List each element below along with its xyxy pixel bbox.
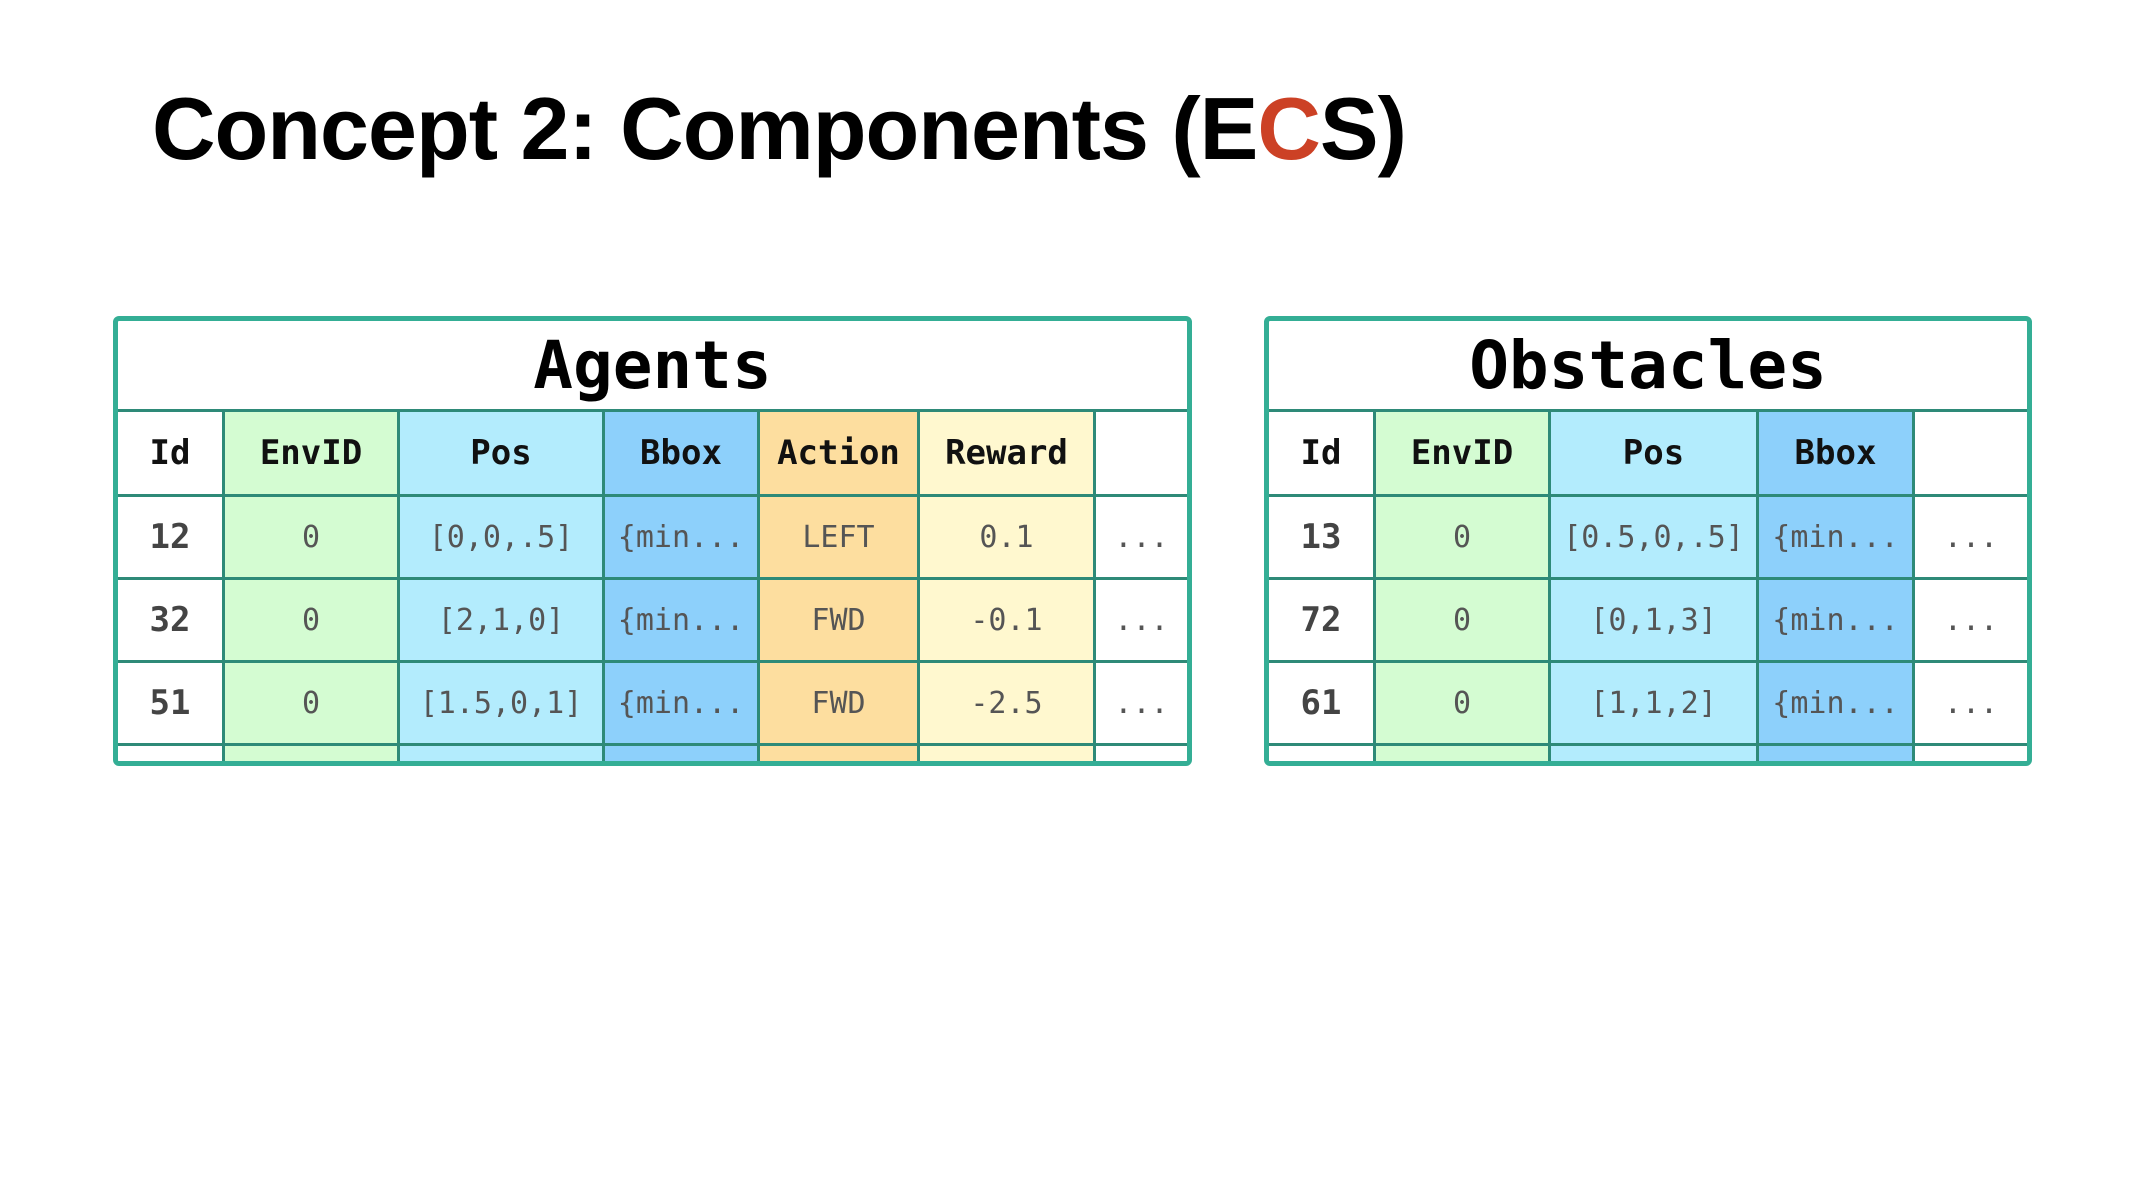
agents-col-id: Id 12 32 51 (118, 412, 225, 761)
table-filler (400, 746, 602, 761)
table-cell: -2.5 (920, 663, 1093, 746)
table-filler (1269, 746, 1373, 761)
table-filler (1759, 746, 1912, 761)
column-header: Reward (920, 412, 1093, 497)
column-header: Id (118, 412, 222, 497)
table-filler (920, 746, 1093, 761)
table-cell: 51 (118, 663, 222, 746)
title-suffix: ) (1377, 79, 1407, 178)
table-cell: {min... (1759, 497, 1912, 580)
agents-col-reward: Reward 0.1 -0.1 -2.5 (920, 412, 1096, 761)
obstacles-col-id: Id 13 72 61 (1269, 412, 1376, 761)
slide-title: Concept 2: Components (ECS) (152, 78, 1407, 180)
table-filler (1551, 746, 1756, 761)
table-cell: 0 (1376, 580, 1548, 663)
table-cell: FWD (760, 580, 917, 663)
table-cell: 12 (118, 497, 222, 580)
table-cell: [0,1,3] (1551, 580, 1756, 663)
obstacles-col-pos: Pos [0.5,0,.5] [0,1,3] [1,1,2] (1551, 412, 1759, 761)
table-filler (605, 746, 757, 761)
ellipsis-cell: ... (1096, 497, 1187, 580)
column-header (1915, 412, 2027, 497)
agents-col-bbox: Bbox {min... {min... {min... (605, 412, 760, 761)
table-cell: [0.5,0,.5] (1551, 497, 1756, 580)
table-cell: 0 (225, 580, 397, 663)
column-header (1096, 412, 1187, 497)
table-cell: LEFT (760, 497, 917, 580)
agents-col-more: ... ... ... (1096, 412, 1187, 761)
table-cell: [2,1,0] (400, 580, 602, 663)
column-header: Action (760, 412, 917, 497)
obstacles-table-title: Obstacles (1269, 321, 2027, 412)
title-c-highlight: C (1257, 79, 1321, 178)
table-cell: 13 (1269, 497, 1373, 580)
title-s: S (1319, 79, 1379, 178)
agents-col-pos: Pos [0,0,.5] [2,1,0] [1.5,0,1] (400, 412, 605, 761)
table-cell: 0.1 (920, 497, 1093, 580)
table-filler (760, 746, 917, 761)
table-cell: 0 (1376, 663, 1548, 746)
table-filler (118, 746, 222, 761)
ellipsis-cell: ... (1915, 663, 2027, 746)
table-cell: {min... (1759, 580, 1912, 663)
table-cell: [0,0,.5] (400, 497, 602, 580)
column-header: Pos (400, 412, 602, 497)
table-filler (1376, 746, 1548, 761)
table-cell: {min... (1759, 663, 1912, 746)
ellipsis-cell: ... (1915, 497, 2027, 580)
table-filler (1915, 746, 2027, 761)
title-e: E (1199, 79, 1259, 178)
table-cell: {min... (605, 497, 757, 580)
table-filler (1096, 746, 1187, 761)
table-cell: {min... (605, 663, 757, 746)
table-cell: FWD (760, 663, 917, 746)
obstacles-table: Obstacles Id 13 72 61 EnvID 0 0 0 Pos [0… (1264, 316, 2032, 766)
table-cell: 61 (1269, 663, 1373, 746)
table-cell: [1.5,0,1] (400, 663, 602, 746)
title-prefix: Concept 2: Components ( (152, 79, 1201, 178)
obstacles-col-bbox: Bbox {min... {min... {min... (1759, 412, 1915, 761)
table-cell: {min... (605, 580, 757, 663)
agents-table: Agents Id 12 32 51 EnvID 0 0 0 Pos [0,0,… (113, 316, 1192, 766)
table-filler (225, 746, 397, 761)
column-header: Bbox (1759, 412, 1912, 497)
table-cell: [1,1,2] (1551, 663, 1756, 746)
agents-table-title: Agents (118, 321, 1187, 412)
table-cell: 0 (225, 663, 397, 746)
column-header: Id (1269, 412, 1373, 497)
column-header: EnvID (1376, 412, 1548, 497)
obstacles-col-envid: EnvID 0 0 0 (1376, 412, 1551, 761)
table-cell: -0.1 (920, 580, 1093, 663)
ellipsis-cell: ... (1915, 580, 2027, 663)
agents-col-envid: EnvID 0 0 0 (225, 412, 400, 761)
column-header: EnvID (225, 412, 397, 497)
table-cell: 32 (118, 580, 222, 663)
ellipsis-cell: ... (1096, 580, 1187, 663)
ellipsis-cell: ... (1096, 663, 1187, 746)
agents-col-action: Action LEFT FWD FWD (760, 412, 920, 761)
obstacles-col-more: ... ... ... (1915, 412, 2027, 761)
table-cell: 0 (1376, 497, 1548, 580)
column-header: Pos (1551, 412, 1756, 497)
table-cell: 0 (225, 497, 397, 580)
column-header: Bbox (605, 412, 757, 497)
table-cell: 72 (1269, 580, 1373, 663)
